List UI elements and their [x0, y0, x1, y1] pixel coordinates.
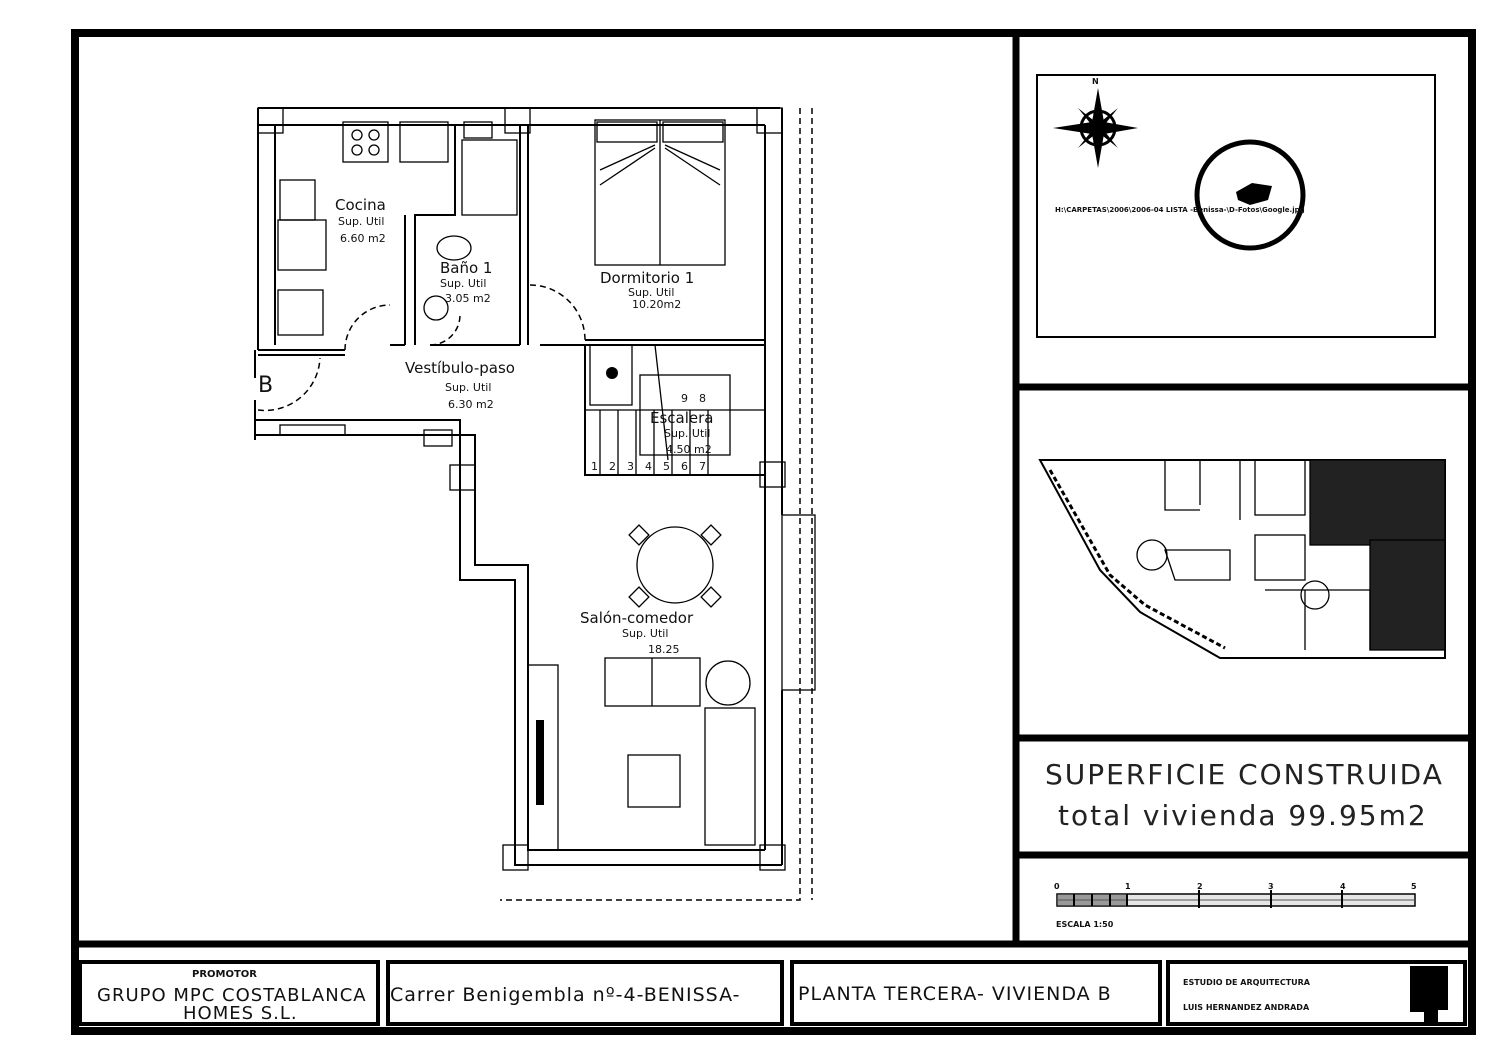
room-sup-label: Sup. Util: [338, 215, 384, 228]
title-block: PROMOTOR GRUPO MPC COSTABLANCA HOMES S.L…: [78, 960, 1467, 1026]
tv: [536, 720, 544, 805]
toilet: [436, 235, 472, 261]
wall: [258, 344, 585, 356]
dining-table: [636, 526, 714, 604]
scale-label: ESCALA 1:50: [1056, 920, 1114, 929]
svg-text:7: 7: [699, 460, 706, 473]
side-table: [705, 660, 751, 706]
tv-unit: [527, 664, 559, 851]
washbasin: [423, 295, 449, 321]
svg-text:3: 3: [627, 460, 634, 473]
wall: [255, 419, 782, 866]
svg-text:2: 2: [1197, 882, 1203, 891]
room-area: 3.05 m2: [445, 292, 491, 305]
floor-unit: PLANTA TERCERA- VIVIENDA B: [798, 983, 1112, 1005]
door-swing: [529, 284, 586, 341]
terrace-outline: [500, 108, 813, 901]
surface-total: total vivienda 99.95m2: [1058, 799, 1428, 832]
svg-text:5: 5: [1411, 882, 1417, 891]
room-area: 18.25: [648, 643, 680, 656]
svg-text:5: 5: [663, 460, 670, 473]
studio-logo: [1410, 966, 1448, 1022]
location-circle: [1194, 139, 1306, 251]
room-sup-label: Sup. Util: [628, 286, 674, 299]
surface-title: SUPERFICIE CONSTRUIDA: [1045, 758, 1444, 791]
coffee-table: [627, 754, 681, 808]
scale-bar: 0 1 2 3 4 5 ESCALA 1:50: [1054, 882, 1417, 929]
stair-step-numbers: 1 2 3 4 5 6 7 8 9: [591, 392, 706, 473]
room-sup-label: Sup. Util: [445, 381, 491, 394]
architect-name: LUIS HERNANDEZ ANDRADA: [1183, 1003, 1310, 1012]
room-name: Dormitorio 1: [600, 269, 694, 287]
room-area: 10.20m2: [632, 298, 681, 311]
balcony: [781, 514, 816, 691]
svg-text:9: 9: [681, 392, 688, 405]
image-path: H:\CARPETAS\2006\2006-04 LISTA -Benissa-…: [1055, 206, 1305, 214]
project-address: Carrer Benigembla nº-4-BENISSA-: [390, 984, 741, 1006]
svg-text:2: 2: [609, 460, 616, 473]
room-name: Escalera: [650, 409, 714, 427]
sink: [279, 179, 316, 221]
promotor-label: PROMOTOR: [192, 969, 257, 980]
column-dot: [606, 367, 618, 379]
promotor-name: GRUPO MPC COSTABLANCA: [97, 985, 367, 1006]
sofa: [704, 707, 756, 846]
room-area: 4.50 m2: [666, 443, 712, 456]
room-sup-label: Sup. Util: [664, 427, 710, 440]
svg-text:1: 1: [591, 460, 598, 473]
promotor-name-2: HOMES S.L.: [183, 1003, 298, 1024]
north-label: N: [1092, 77, 1099, 86]
door-swing: [429, 314, 461, 346]
compass-icon: [1053, 88, 1138, 168]
cooktop: [342, 121, 389, 163]
key-plan: [1038, 459, 1446, 659]
room-name: Cocina: [335, 196, 386, 214]
room-sup-label: Sup. Util: [440, 277, 486, 290]
svg-text:4: 4: [1340, 882, 1346, 891]
sheet-border: [71, 29, 1476, 1035]
wall: [404, 125, 529, 345]
room-sup-label: Sup. Util: [622, 627, 668, 640]
svg-text:1: 1: [1125, 882, 1131, 891]
room-area: 6.30 m2: [448, 398, 494, 411]
room-name: Baño 1: [440, 259, 492, 277]
svg-text:3: 3: [1268, 882, 1274, 891]
floor-plan: B Cocina Sup. Util 6.60 m2 Baño 1 Sup. U…: [254, 107, 816, 901]
stairs: [585, 344, 765, 475]
svg-text:6: 6: [681, 460, 688, 473]
svg-text:8: 8: [699, 392, 706, 405]
svg-text:4: 4: [645, 460, 652, 473]
site-blob: [1236, 183, 1272, 205]
entrance-label: B: [258, 373, 273, 398]
studio-name: ESTUDIO DE ARQUITECTURA: [1183, 978, 1311, 987]
room-area: 6.60 m2: [340, 232, 386, 245]
room-name: Vestíbulo-paso: [405, 359, 515, 377]
location-panel: N H:\CARPETAS\2006\2006-04 LISTA -Beniss…: [1036, 74, 1436, 338]
door-swing: [257, 357, 321, 412]
door-swing: [344, 304, 391, 351]
room-name: Salón-comedor: [580, 609, 694, 627]
svg-text:0: 0: [1054, 882, 1060, 891]
